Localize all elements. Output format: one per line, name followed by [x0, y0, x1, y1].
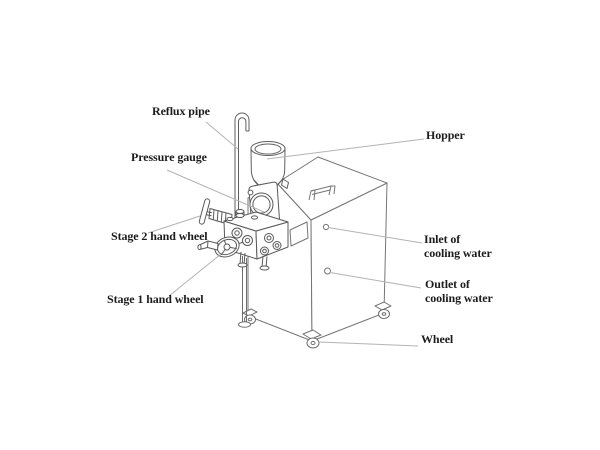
label-hopper: Hopper — [426, 128, 465, 142]
nameplate — [289, 221, 309, 247]
cabinet-body — [247, 156, 388, 342]
hopper-side-fitting — [281, 178, 289, 189]
reflux-pipe-shape — [234, 112, 250, 219]
label-stage1-hand-wheel: Stage 1 hand wheel — [107, 292, 204, 306]
label-outlet-cooling-water: Outlet of cooling water — [425, 277, 493, 305]
leader-line-hopper — [266, 138, 425, 160]
leader-line-outlet — [329, 272, 422, 289]
label-reflux-pipe: Reflux pipe — [152, 104, 210, 118]
stage1-hand-wheel-shape — [197, 236, 243, 258]
label-wheel: Wheel — [421, 332, 454, 346]
leader-line-reflux-pipe — [205, 121, 239, 150]
label-stage2-hand-wheel: Stage 2 hand wheel — [111, 229, 208, 243]
leader-line-pressure-gauge — [166, 169, 265, 213]
cabinet-handle — [308, 185, 336, 201]
leader-line-inlet — [327, 227, 423, 244]
inlet-port — [322, 223, 330, 231]
caster-wheel-right — [374, 301, 392, 319]
leader-line-stage2 — [147, 215, 201, 234]
leader-lines — [147, 121, 425, 347]
leader-line-wheel — [318, 341, 419, 347]
pump-block — [197, 198, 289, 271]
label-inlet-cooling-water: Inlet of cooling water — [424, 232, 492, 260]
label-pressure-gauge: Pressure gauge — [131, 150, 207, 164]
leader-line-stage1 — [168, 253, 222, 297]
caster-wheel-front — [302, 329, 322, 349]
outlet-port — [324, 267, 331, 275]
